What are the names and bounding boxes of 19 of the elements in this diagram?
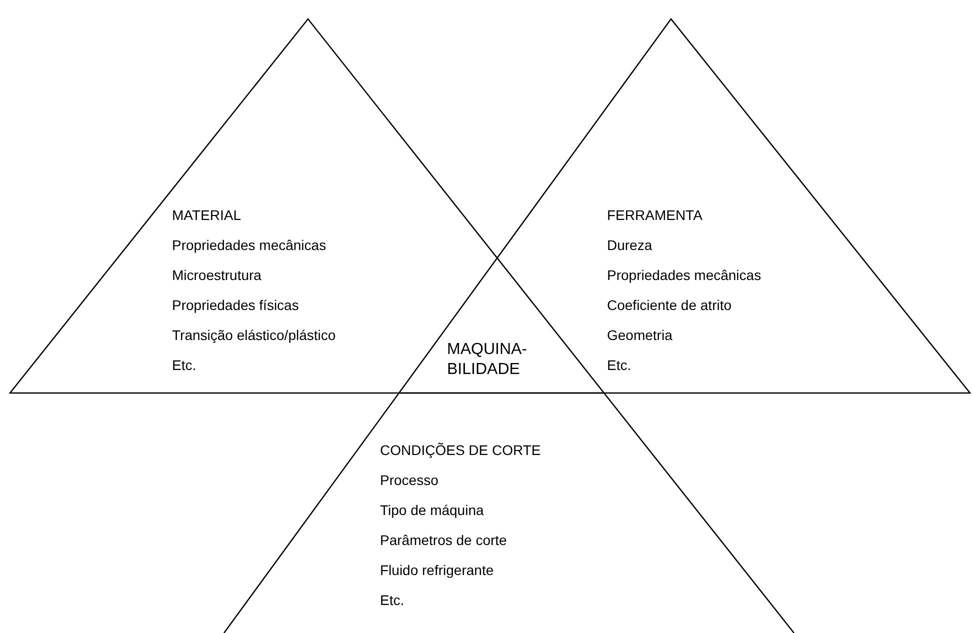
list-item: Etc. [172, 356, 198, 375]
list-item: Microestrutura [172, 266, 262, 285]
category-heading: MATERIAL [172, 206, 242, 225]
list-item: Dureza [607, 236, 654, 255]
list-item: Geometria [607, 326, 674, 345]
list-item: Propriedades mecânicas [172, 236, 328, 255]
list-item: Transição elástico/plástico [172, 326, 336, 345]
list-item: Tipo de máquina [380, 501, 485, 520]
list-item: Propriedades físicas [172, 296, 300, 315]
list-item: Parâmetros de corte [380, 531, 508, 550]
list-item: Etc. [607, 356, 632, 375]
center-label: MAQUINA- BILIDADE [447, 340, 528, 380]
category-heading: FERRAMENTA [607, 206, 704, 225]
list-item: Etc. [380, 591, 406, 610]
list-item: Fluido refrigerante [380, 561, 495, 580]
category-heading: CONDIÇÕES DE CORTE [380, 441, 541, 460]
list-item: Propriedades mecânicas [607, 266, 762, 285]
list-item: Coeficiente de atrito [607, 296, 733, 315]
list-item: Processo [380, 471, 440, 490]
